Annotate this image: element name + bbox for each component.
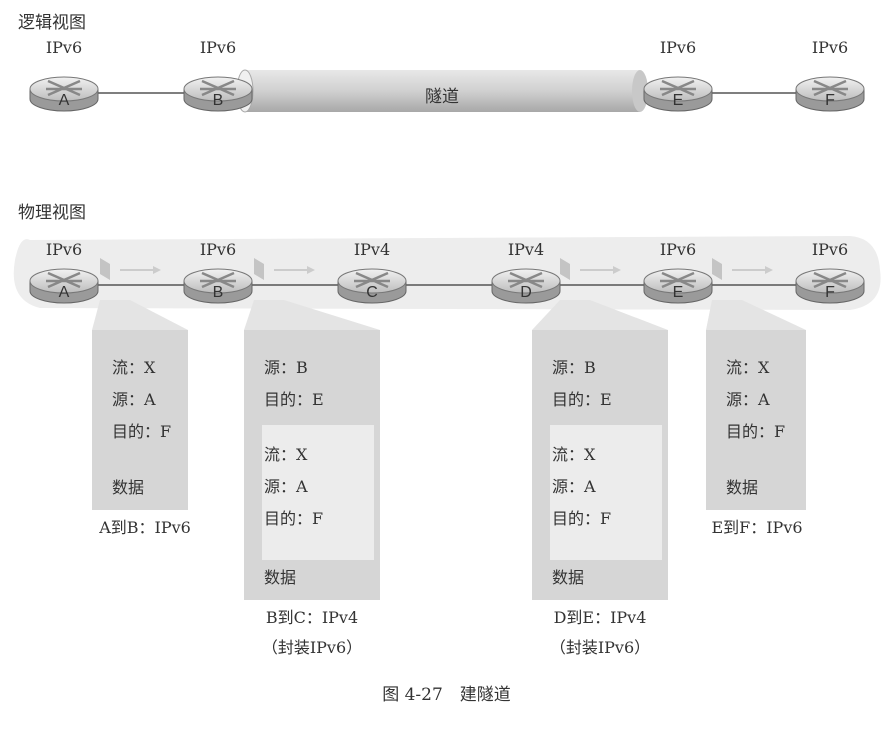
- outer-header-field: 源：B: [552, 358, 596, 377]
- packet-caption: E到F：IPv6: [711, 518, 803, 537]
- router-a: A: [29, 76, 99, 112]
- packet-callout-wedge: [244, 300, 380, 330]
- packet-callout-wedge: [92, 300, 188, 330]
- router-protocol-label: IPv6: [199, 38, 237, 57]
- packet-flow-arrow: [712, 258, 773, 280]
- router-protocol-label: IPv6: [659, 38, 697, 57]
- router-c: C: [337, 268, 407, 304]
- inner-header-field: 源：A: [726, 390, 770, 409]
- inner-ipv6-header: 流：X 源：A 目的：F: [550, 425, 662, 560]
- packet-caption: A到B：IPv6: [99, 518, 191, 537]
- router-f: F: [795, 76, 865, 112]
- inner-header-field: 目的：F: [264, 509, 324, 528]
- router-a: A: [29, 268, 99, 304]
- logical-view-title: 逻辑视图: [18, 13, 86, 33]
- packet-box: 源：B 目的：E 流：X 源：A 目的：F 数据: [244, 330, 380, 600]
- inner-header-field: 源：A: [264, 477, 308, 496]
- inner-ipv6-header: 流：X 源：A 目的：F: [706, 330, 806, 465]
- svg-text:B: B: [213, 284, 224, 301]
- physical-view-title: 物理视图: [18, 203, 86, 223]
- svg-text:B: B: [213, 92, 224, 109]
- outer-header-field: 目的：E: [552, 390, 612, 409]
- inner-ipv6-header: 流：X 源：A 目的：F: [92, 330, 188, 465]
- packet-caption: D到E：IPv4: [553, 608, 647, 627]
- router-protocol-label: IPv6: [811, 38, 849, 57]
- inner-header-field: 流：X: [264, 445, 308, 464]
- svg-text:D: D: [520, 284, 532, 301]
- svg-text:E: E: [673, 92, 684, 109]
- packet-flow-arrow: [100, 258, 161, 280]
- payload-data-label: 数据: [264, 568, 297, 587]
- router-b: B: [183, 268, 253, 304]
- router-b: B: [183, 76, 253, 112]
- svg-text:C: C: [366, 284, 378, 301]
- router-protocol-label: IPv6: [45, 38, 83, 57]
- outer-header-field: 目的：E: [264, 390, 324, 409]
- router-protocol-label: IPv4: [353, 240, 391, 259]
- router-protocol-label: IPv6: [659, 240, 697, 259]
- packet-box: 流：X 源：A 目的：F 数据: [706, 330, 806, 510]
- payload-data-label: 数据: [552, 568, 585, 587]
- packet-caption: （封装IPv6）: [549, 638, 651, 657]
- packet-flow-arrow: [560, 258, 621, 280]
- svg-text:F: F: [825, 92, 835, 109]
- inner-header-field: 目的：F: [552, 509, 612, 528]
- svg-text:E: E: [673, 284, 684, 301]
- router-f: F: [795, 268, 865, 304]
- packet-callout-wedge: [532, 300, 668, 330]
- outer-header-field: 源：B: [264, 358, 308, 377]
- inner-header-field: 流：X: [726, 358, 770, 377]
- router-d: D: [491, 268, 561, 304]
- svg-text:A: A: [59, 284, 70, 301]
- svg-text:A: A: [59, 92, 70, 109]
- tunnel-label: 隧道: [425, 87, 459, 107]
- payload-data-label: 数据: [726, 478, 759, 497]
- router-protocol-label: IPv6: [199, 240, 237, 259]
- packet-callout-wedge: [706, 300, 806, 330]
- router-protocol-label: IPv4: [507, 240, 545, 259]
- packet-caption: （封装IPv6）: [261, 638, 363, 657]
- inner-ipv6-header: 流：X 源：A 目的：F: [262, 425, 374, 560]
- router-e: E: [643, 76, 713, 112]
- physical-network-band: [13, 236, 881, 310]
- router-protocol-label: IPv6: [45, 240, 83, 259]
- figure-caption: 图 4-27 建隧道: [382, 685, 511, 705]
- router-protocol-label: IPv6: [811, 240, 849, 259]
- inner-header-field: 目的：F: [726, 422, 786, 441]
- packet-flow-arrow: [254, 258, 315, 280]
- svg-text:F: F: [825, 284, 835, 301]
- inner-header-field: 源：A: [112, 390, 156, 409]
- packet-box: 流：X 源：A 目的：F 数据: [92, 330, 188, 510]
- inner-header-field: 流：X: [552, 445, 596, 464]
- packet-caption: B到C：IPv4: [265, 608, 359, 627]
- payload-data-label: 数据: [112, 478, 145, 497]
- inner-header-field: 目的：F: [112, 422, 172, 441]
- router-e: E: [643, 268, 713, 304]
- packet-box: 源：B 目的：E 流：X 源：A 目的：F 数据: [532, 330, 668, 600]
- inner-header-field: 源：A: [552, 477, 596, 496]
- inner-header-field: 流：X: [112, 358, 156, 377]
